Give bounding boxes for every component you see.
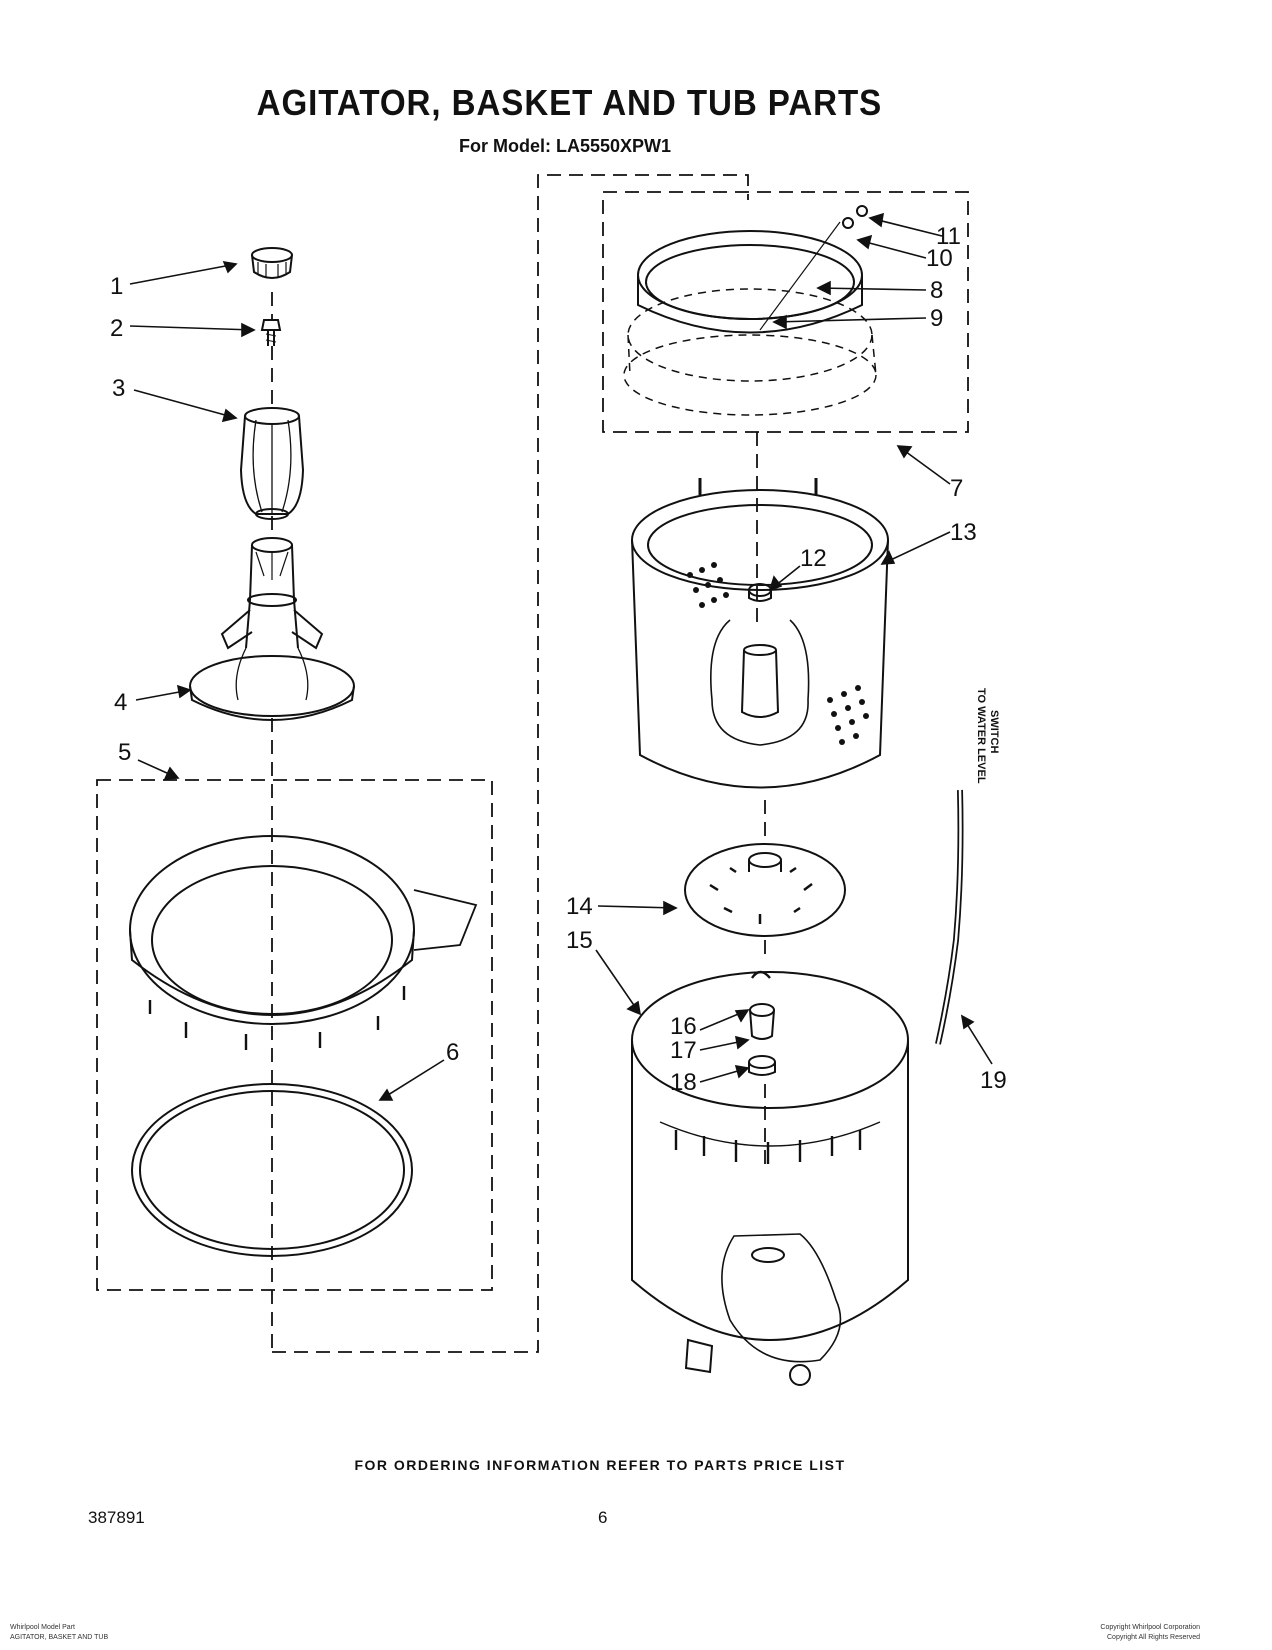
balance-ring-part	[623, 205, 877, 416]
callout-4: 4	[114, 689, 127, 716]
page-number: 6	[598, 1508, 608, 1527]
callout-10: 10	[926, 245, 953, 272]
diagram-title: AGITATOR, BASKET AND TUB PARTS	[256, 82, 883, 123]
agitator-base-part	[189, 537, 355, 721]
hose-label: TO WATER LEVEL SWITCH	[975, 688, 1000, 784]
callout-18: 18	[670, 1069, 697, 1096]
agitator-cap-part	[251, 247, 293, 279]
callout-3: 3	[112, 375, 125, 402]
basket-nut-part	[748, 583, 772, 602]
callout-2: 2	[110, 315, 123, 342]
callout-5: 5	[118, 739, 131, 766]
callout-12: 12	[800, 545, 827, 572]
callout-11: 11	[936, 223, 961, 250]
callout-19: 19	[980, 1067, 1007, 1094]
model-subtitle: For Model: LA5550XPW1	[458, 136, 672, 156]
agitator-barrel-part	[239, 407, 305, 520]
callout-8: 8	[930, 277, 943, 304]
callout-16: 16	[670, 1013, 697, 1040]
callout-15: 15	[566, 927, 593, 954]
fine-print-right-1: Copyright Whirlpool Corporation	[1100, 1624, 1200, 1631]
callout-6: 6	[446, 1039, 459, 1066]
document-number: 387891	[88, 1508, 145, 1527]
ordering-note: FOR ORDERING INFORMATION REFER TO PARTS …	[354, 1457, 846, 1473]
callout-1: 1	[110, 273, 123, 300]
hub-components-part	[748, 970, 776, 1076]
tub-ring-part	[129, 835, 478, 1050]
fine-print-left-2: AGITATOR, BASKET AND TUB	[10, 1634, 109, 1641]
agitator-bolt-part	[260, 319, 282, 346]
fine-print-left-1: Whirlpool Model Part	[10, 1624, 75, 1631]
assembly-outlines	[96, 174, 969, 1353]
water-level-hose-part	[935, 789, 964, 1045]
fine-print-right-2: Copyright All Rights Reserved	[1107, 1634, 1200, 1641]
callout-17: 17	[670, 1037, 697, 1064]
hose-label-line-2: SWITCH	[988, 710, 1000, 753]
callout-7: 7	[950, 475, 963, 502]
outer-tub-part	[631, 971, 909, 1386]
spin-basket-part	[631, 478, 889, 789]
callout-leaders	[129, 212, 993, 1101]
callout-14: 14	[566, 893, 593, 920]
hose-label-line-1: TO WATER LEVEL	[975, 688, 987, 784]
drive-plate-part	[684, 843, 846, 937]
callout-13: 13	[950, 519, 977, 546]
callout-9: 9	[930, 305, 943, 332]
callout-numbers: 1 2 3 4 5 6 7 8 9 10 11 12 13 14 15 16 1…	[110, 223, 1007, 1096]
